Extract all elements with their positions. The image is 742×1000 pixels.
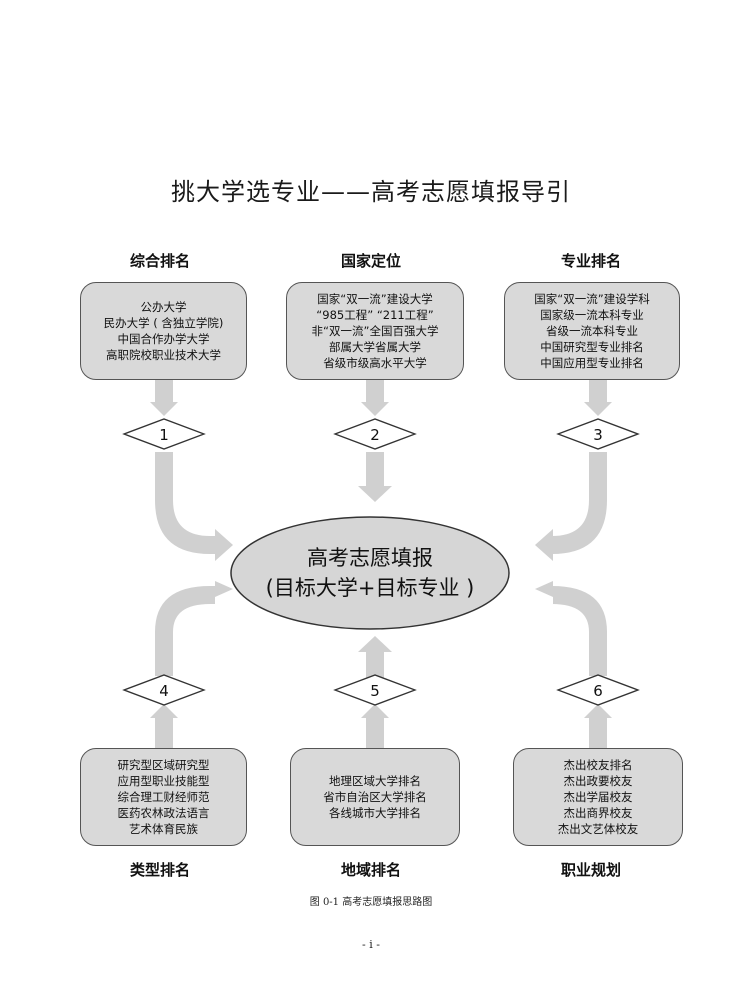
arrow-5-head — [361, 704, 389, 718]
arrow-3-head — [584, 402, 612, 416]
box-3-item: 国家“双一流”建设学科 — [534, 292, 650, 306]
arrow-4-head — [150, 704, 178, 718]
box-4-item: 综合理工财经师范 — [117, 790, 210, 804]
box-6-item: 杰出校友排名 — [563, 758, 633, 772]
arrow-4-stem — [155, 718, 173, 748]
arrow-2-lower-stem — [366, 452, 384, 486]
arrow-2-stem — [366, 380, 384, 402]
center-line-1: 高考志愿填报 — [307, 546, 433, 570]
box-3-item: 中国应用型专业排名 — [540, 356, 644, 370]
center-line-2: (目标大学+目标专业 ) — [265, 576, 475, 600]
box-2-item: 国家“双一流”建设大学 — [317, 292, 433, 306]
diamond-number-2: 2 — [370, 426, 380, 444]
arrow-1-head — [150, 402, 178, 416]
box-1: 公办大学 民办大学 ( 含独立学院) 中国合作办学大学 高职院校职业技术大学 — [80, 282, 247, 380]
box-5: 地理区域大学排名 省市自治区大学排名 各线城市大学排名 — [290, 748, 460, 846]
page-number: - i - — [362, 938, 380, 951]
box-6-item: 杰出文艺体校友 — [557, 822, 639, 836]
diamond-number-4: 4 — [159, 682, 169, 700]
box-2-item: 省级市级高水平大学 — [323, 356, 427, 370]
diamond-5 — [333, 674, 417, 706]
box-1-item: 公办大学 — [140, 300, 187, 314]
box-4-item: 应用型职业技能型 — [117, 774, 210, 788]
category-label-2: 国家定位 — [340, 252, 401, 270]
page-title: 挑大学选专业——高考志愿填报导引 — [171, 178, 571, 206]
box-6-item: 杰出商界校友 — [563, 806, 633, 820]
curve-arrow-3 — [535, 452, 607, 561]
box-6-item: 杰出学届校友 — [563, 790, 633, 804]
diamond-2 — [333, 418, 417, 450]
curve-arrow-1 — [155, 452, 233, 561]
diamond-3 — [556, 418, 640, 450]
diamond-number-6: 6 — [593, 682, 603, 700]
arrow-3-stem — [589, 380, 607, 402]
arrow-6-stem — [589, 718, 607, 748]
box-2-item: 非“双一流”全国百强大学 — [311, 324, 439, 338]
category-label-4: 类型排名 — [129, 861, 190, 879]
diamond-number-3: 3 — [593, 426, 603, 444]
box-4-item: 艺术体育民族 — [129, 822, 198, 836]
center-ellipse — [230, 516, 510, 630]
arrow-2-head — [361, 402, 389, 416]
box-4: 研究型区域研究型 应用型职业技能型 综合理工财经师范 医药农林政法语言 艺术体育… — [80, 748, 247, 846]
box-1-item: 高职院校职业技术大学 — [106, 348, 221, 362]
arrow-6-head — [584, 704, 612, 718]
diamond-4 — [122, 674, 206, 706]
box-3-item: 中国研究型专业排名 — [540, 340, 644, 354]
arrow-5-stem — [366, 718, 384, 748]
box-5-item: 省市自治区大学排名 — [323, 790, 427, 804]
diamond-number-5: 5 — [370, 682, 380, 700]
box-6: 杰出校友排名 杰出政要校友 杰出学届校友 杰出商界校友 杰出文艺体校友 — [513, 748, 683, 846]
box-1-item: 民办大学 ( 含独立学院) — [103, 316, 224, 330]
box-5-item: 地理区域大学排名 — [329, 774, 421, 788]
curve-arrow-4 — [155, 581, 233, 676]
arrow-1-stem — [155, 380, 173, 402]
box-5-item: 各线城市大学排名 — [329, 806, 421, 820]
box-3-item: 国家级一流本科专业 — [540, 308, 644, 322]
diamond-1 — [122, 418, 206, 450]
box-3: 国家“双一流”建设学科 国家级一流本科专业 省级一流本科专业 中国研究型专业排名… — [504, 282, 680, 380]
diamond-number-1: 1 — [159, 426, 169, 444]
box-2-item: “985工程” “211工程” — [316, 308, 434, 322]
box-4-item: 研究型区域研究型 — [117, 758, 210, 772]
arrow-5-upper-head — [358, 636, 392, 652]
box-1-item: 中国合作办学大学 — [117, 332, 210, 346]
curve-arrow-6 — [535, 581, 607, 676]
center-node: 高考志愿填报 (目标大学+目标专业 ) — [231, 517, 509, 629]
arrow-5-upper-stem — [366, 652, 384, 678]
box-3-item: 省级一流本科专业 — [546, 324, 638, 338]
figure-caption: 图 0-1 高考志愿填报思路图 — [309, 897, 433, 908]
box-4-item: 医药农林政法语言 — [117, 806, 210, 820]
diamond-6 — [556, 674, 640, 706]
box-2: 国家“双一流”建设大学 “985工程” “211工程” 非“双一流”全国百强大学… — [286, 282, 464, 380]
category-label-6: 职业规划 — [560, 861, 621, 879]
category-label-5: 地域排名 — [340, 861, 401, 879]
arrow-2-lower-head — [358, 486, 392, 502]
box-2-item: 部属大学省属大学 — [329, 340, 421, 354]
category-label-1: 综合排名 — [129, 252, 190, 270]
box-6-item: 杰出政要校友 — [563, 774, 633, 788]
category-label-3: 专业排名 — [560, 252, 621, 270]
